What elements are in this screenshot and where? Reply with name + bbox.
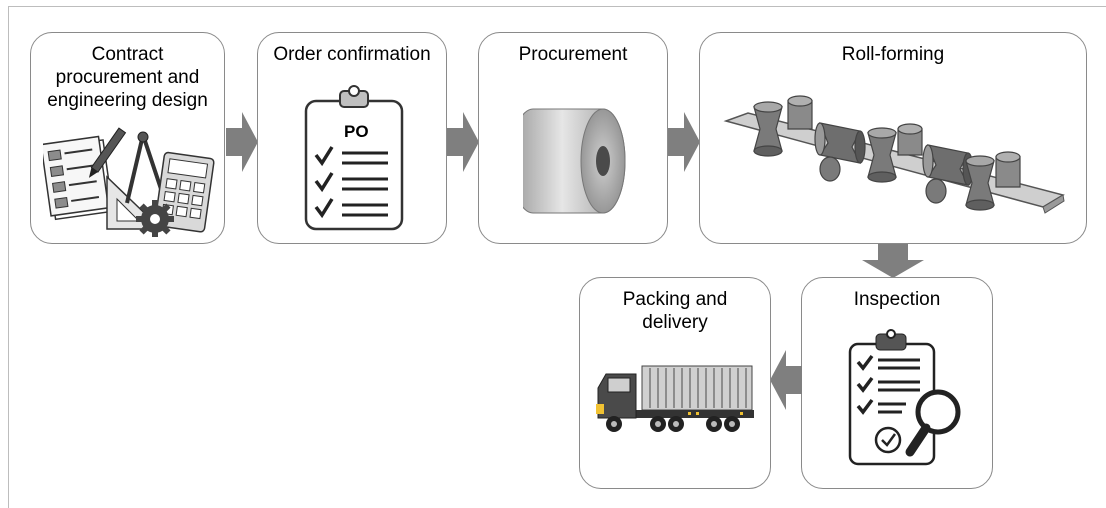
step-order-label: Order confirmation [273,44,431,65]
flow-arrow-down [862,244,924,278]
step-contract-box: Contract procurement and engineering des… [30,32,225,244]
flow-arrow-right [226,112,258,172]
po-label: PO [344,122,369,141]
flow-arrow-right [447,112,479,172]
frame-left-line [8,6,9,508]
flow-arrow-left [770,350,802,410]
step-inspection-label: Inspection [853,289,941,310]
flow-arrow-right [668,112,700,172]
roll-forming-rollers-icon [723,95,1065,214]
delivery-truck-icon [596,365,754,432]
step-order-box: Order confirmation PO [257,32,447,244]
step-contract-label: Contract procurement and engineering des… [47,44,208,111]
step-rollforming-label: Roll-forming [841,44,945,65]
step-packing-label: Packing and delivery [622,289,728,333]
po-checklist-clipboard-icon: PO [304,85,404,231]
documents-and-calculator-icon [43,127,215,237]
step-procurement-label: Procurement [518,44,628,65]
step-packing-box: Packing and delivery [579,277,771,489]
step-rollforming-box: Roll-forming [699,32,1087,244]
frame-top-line [8,6,1106,7]
step-procurement-box: Procurement [478,32,668,244]
step-inspection-box: Inspection [801,277,993,489]
steel-coil-icon [523,108,626,214]
inspection-clipboard-magnifier-icon [848,329,961,466]
